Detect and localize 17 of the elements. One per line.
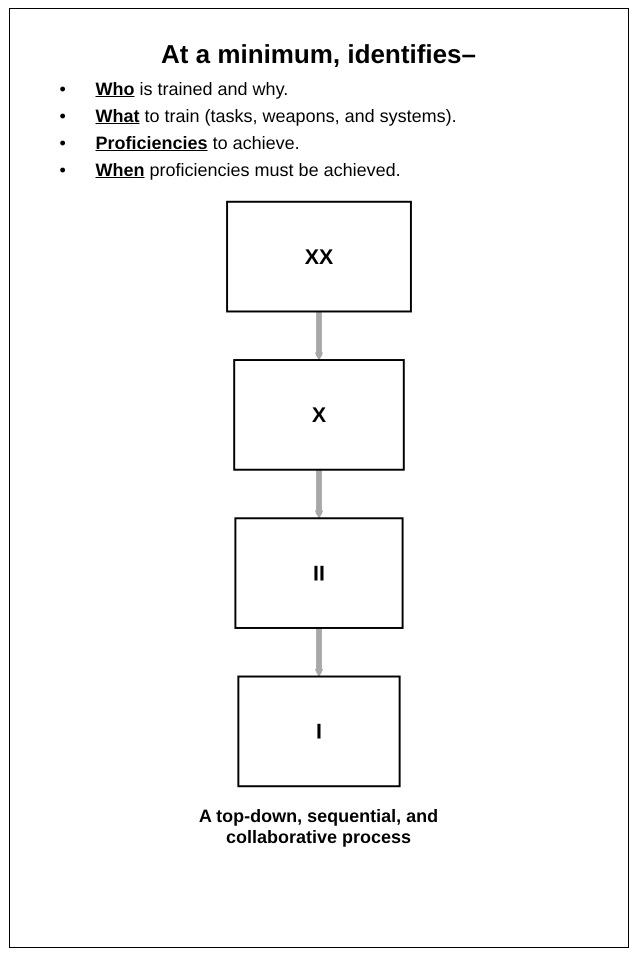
bullet-marker: • — [60, 159, 66, 182]
node-box: X — [232, 359, 404, 471]
bullet-text: Who is trained and why. — [96, 78, 288, 101]
arrow — [314, 628, 323, 677]
node-box: II — [234, 517, 404, 629]
node-box: I — [236, 676, 400, 788]
bullet-text: Proficiencies to achieve. — [96, 132, 300, 155]
bullet-marker: • — [60, 78, 66, 101]
arrow — [314, 470, 323, 519]
bullet-text: What to train (tasks, weapons, and systems). — [96, 105, 457, 128]
bullet-text: When proficiencies must be achieved. — [96, 159, 401, 182]
bullet-marker: • — [60, 105, 66, 128]
bullet-marker: • — [60, 132, 66, 155]
caption: A top-down, sequential, and collaborative process — [198, 806, 440, 848]
node-box: XX — [226, 200, 412, 312]
heading: At a minimum, identifies– — [160, 39, 477, 70]
arrow — [314, 311, 323, 360]
